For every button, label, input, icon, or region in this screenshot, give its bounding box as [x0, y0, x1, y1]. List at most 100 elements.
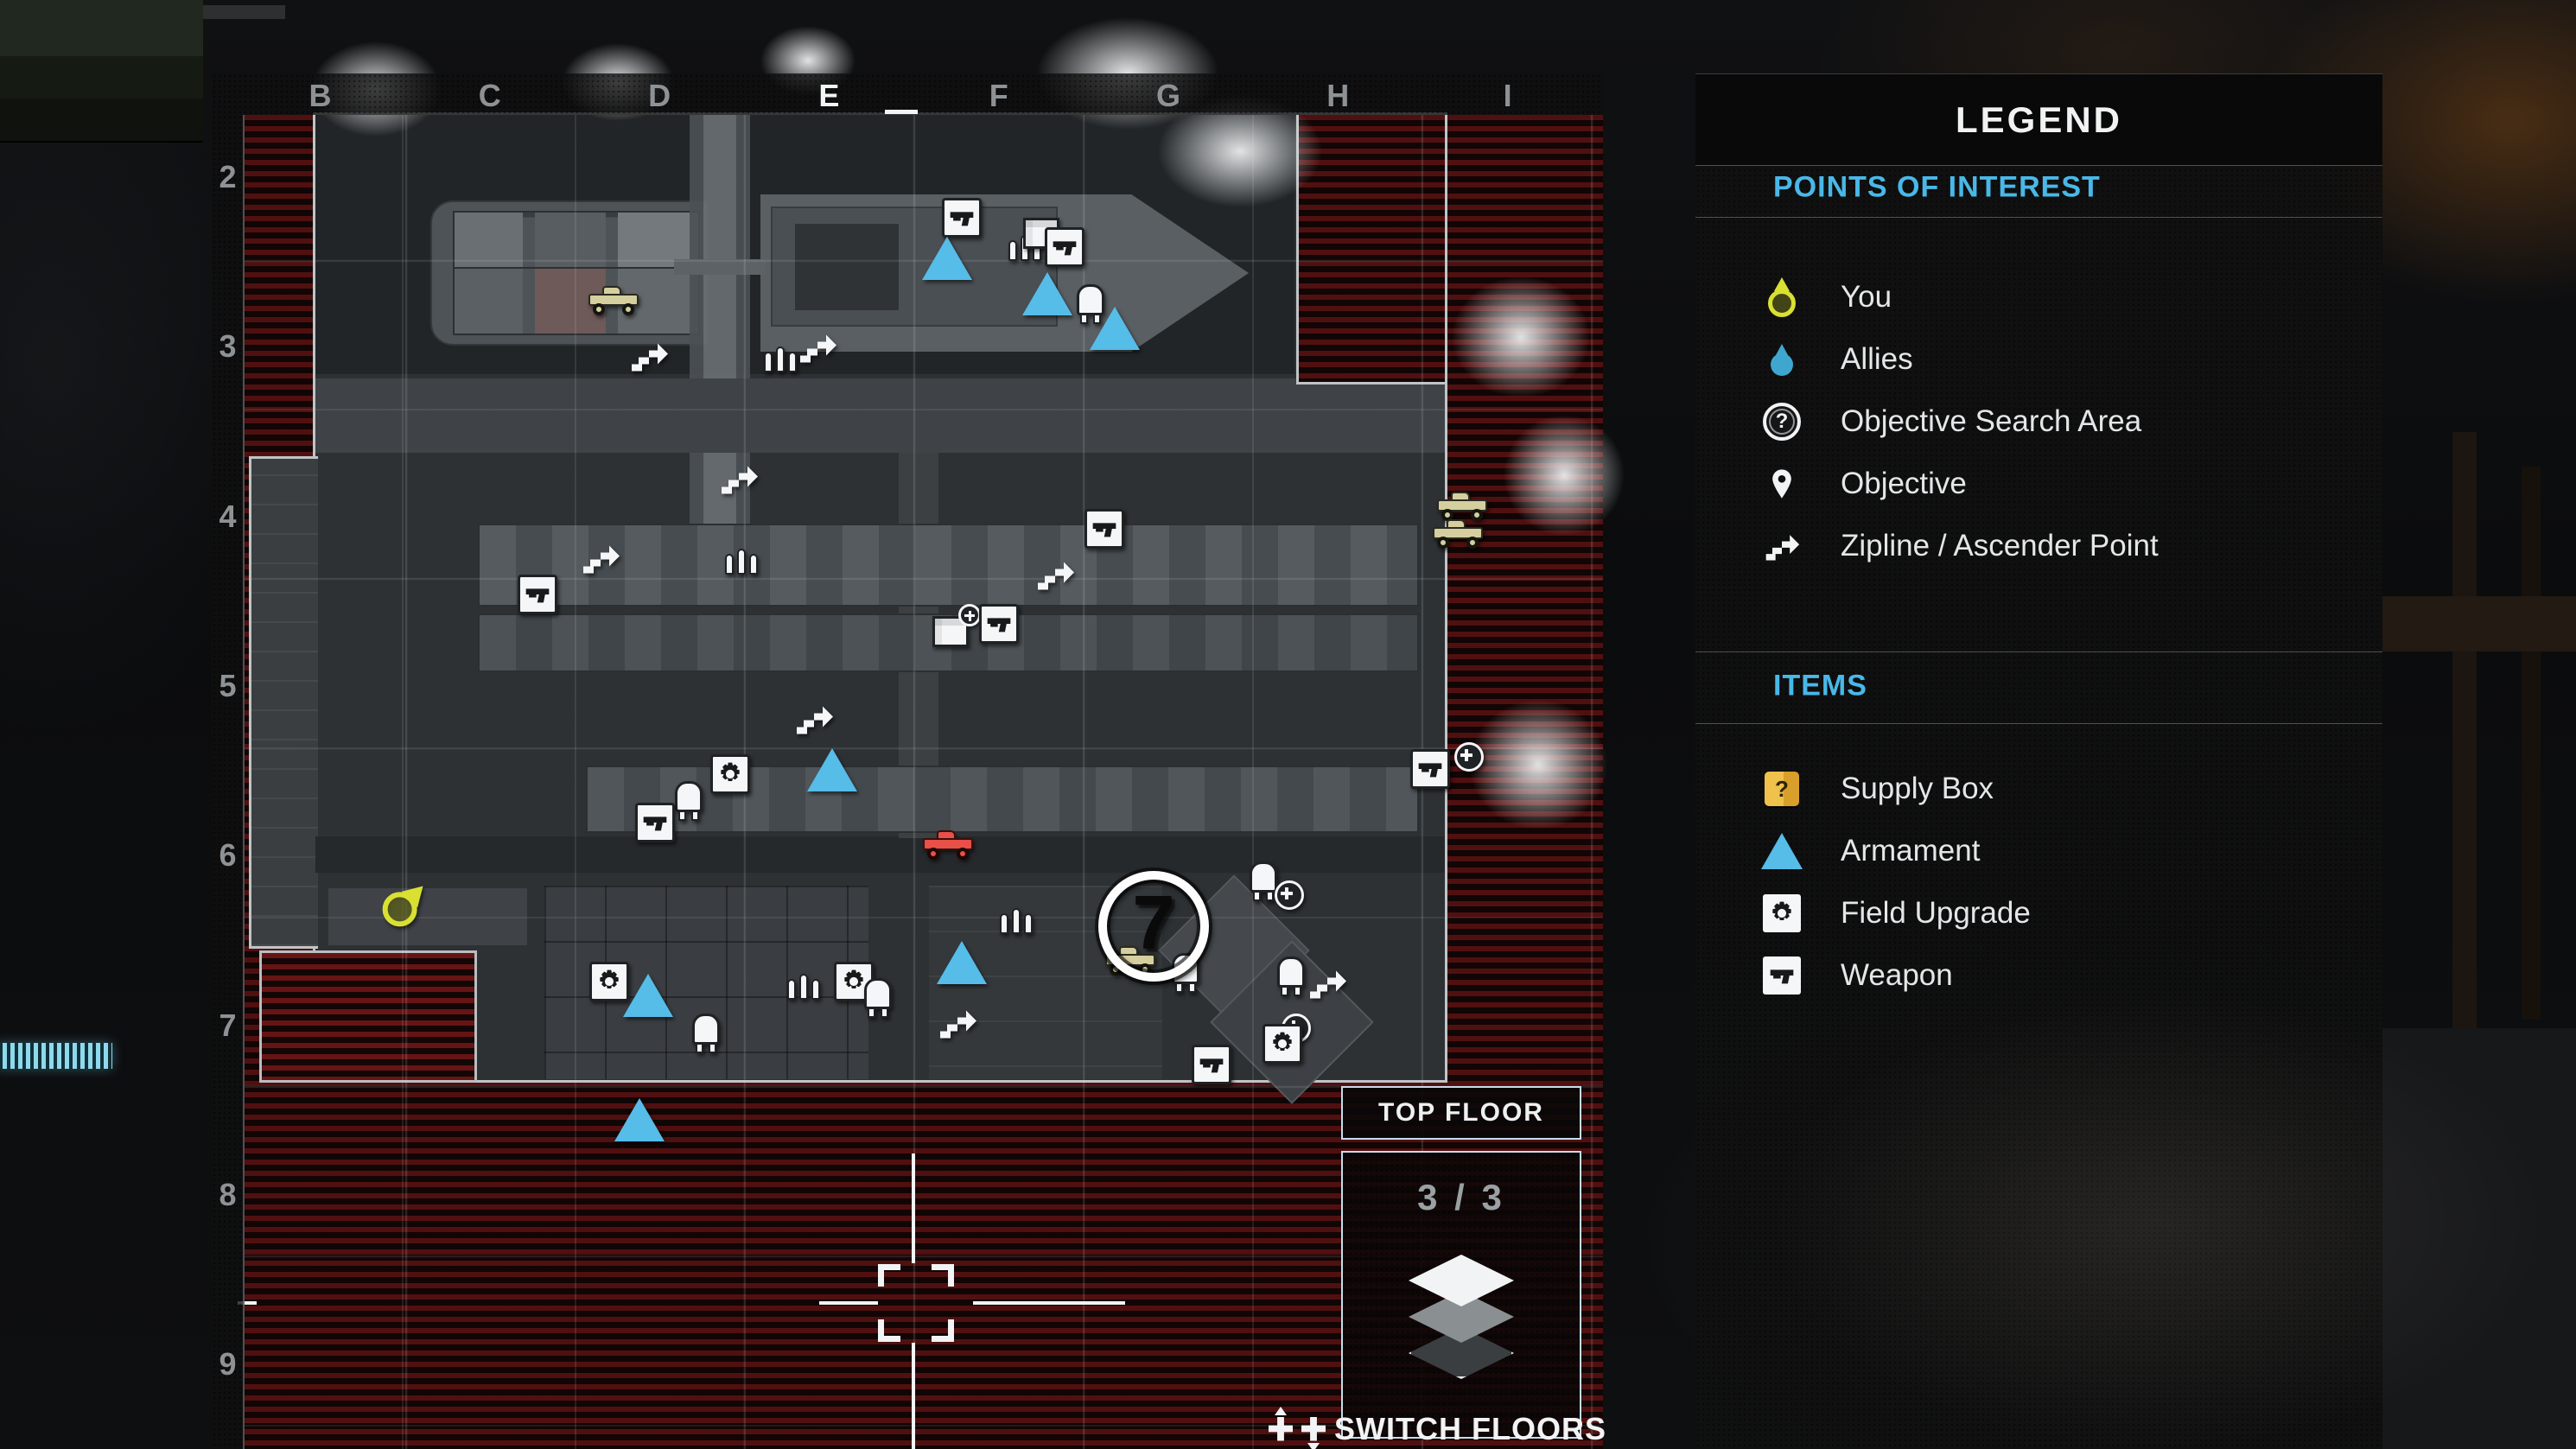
- map-road: [315, 378, 1445, 453]
- question-glyph: ?: [1775, 775, 1789, 802]
- grid-row-label-6: 6: [219, 837, 238, 874]
- floor-indicator-panel: 3 / 3: [1341, 1151, 1581, 1439]
- armor-marker: [692, 1014, 720, 1053]
- floor-name-label: TOP FLOOR: [1378, 1098, 1544, 1127]
- weapon-marker: [1410, 749, 1450, 789]
- objective-search-area-icon: ?: [1747, 403, 1816, 441]
- legend-row-label: Weapon: [1841, 958, 1953, 992]
- legend-row-label: Objective Search Area: [1841, 404, 2142, 438]
- legend-row-label: Armament: [1841, 834, 1981, 867]
- zipline-marker: [1034, 554, 1076, 600]
- supply-box-icon: ?: [1747, 772, 1816, 806]
- divider: [1695, 723, 2382, 724]
- vehicle-marker: [923, 830, 973, 860]
- weapon-icon: [1747, 956, 1816, 995]
- armor-marker: [864, 978, 892, 1018]
- map-container-row: [478, 524, 1419, 607]
- cursor-line-vertical: [912, 1343, 915, 1449]
- weapon-marker: [518, 575, 557, 614]
- armament-marker: [1022, 272, 1072, 315]
- dpad-down-icon: [1301, 1416, 1326, 1449]
- field-upgrade-icon: [1747, 894, 1816, 932]
- medbadge-marker: [1454, 742, 1484, 772]
- zipline-marker: [1307, 963, 1348, 1008]
- map-crane-crossbar: [674, 259, 766, 275]
- legend-title: LEGEND: [1955, 99, 2122, 140]
- active-column-indicator: [885, 110, 918, 114]
- zipline-marker: [793, 698, 835, 744]
- grid-column-label-d: D: [648, 78, 672, 113]
- zipline-marker: [937, 1002, 978, 1048]
- grid-row-label-9: 9: [219, 1346, 238, 1382]
- cursor-line-horizontal: [819, 1301, 878, 1305]
- zipline-marker: [580, 537, 621, 583]
- armament-marker: [623, 974, 673, 1017]
- vehicle-marker: [1433, 519, 1483, 549]
- grid-column-label-c: C: [478, 78, 502, 113]
- question-glyph: ?: [1775, 410, 1789, 433]
- objective-icon: [1747, 467, 1816, 501]
- grid-column-label-e: E: [818, 78, 841, 113]
- cursor-reticle-corner: [878, 1319, 900, 1342]
- legend-row-you: You: [1747, 266, 2335, 328]
- armor-marker: [1250, 861, 1277, 901]
- zipline-marker: [718, 458, 760, 504]
- grid-row-label-8: 8: [219, 1176, 238, 1212]
- you-marker: [375, 878, 431, 934]
- ammo-marker: [764, 346, 797, 372]
- weapon-marker: [942, 198, 982, 238]
- cursor-line-vertical: [912, 1153, 915, 1263]
- grid-column-label-h: H: [1326, 78, 1351, 113]
- restricted-zone-top-right: [1296, 115, 1445, 384]
- segmented-progress-bar: [0, 1043, 112, 1069]
- cursor-reticle-corner: [932, 1319, 954, 1342]
- crane-beam-decor: [2382, 596, 2576, 651]
- dock-floor-decor: [2382, 1028, 2576, 1449]
- floor-name-badge: TOP FLOOR: [1341, 1086, 1581, 1140]
- container-stack-decor: [0, 0, 203, 143]
- zipline-marker: [797, 327, 838, 372]
- zipline-ascender-icon: [1747, 527, 1816, 565]
- cursor-edge-tick: [238, 1301, 257, 1305]
- legend-panel: LEGEND POINTS OF INTEREST You Allies ? O…: [1695, 73, 2382, 1449]
- armament-marker: [1090, 307, 1140, 350]
- grid-row-label-3: 3: [219, 328, 238, 365]
- divider: [1695, 651, 2382, 652]
- section-title-points-of-interest: POINTS OF INTEREST: [1773, 170, 2101, 204]
- legend-row-weapon: Weapon: [1747, 944, 2335, 1007]
- vehicle-marker: [1437, 492, 1487, 521]
- grid-column-label-b: B: [308, 78, 333, 113]
- weapon-marker: [1084, 509, 1124, 549]
- grid-column-label-i: I: [1503, 78, 1513, 113]
- legend-row-field-upgrade: Field Upgrade: [1747, 882, 2335, 944]
- map-parking-extension: [249, 456, 318, 949]
- weapon-marker: [979, 604, 1019, 644]
- grid-row-label-5: 5: [219, 667, 238, 703]
- legend-row-allies: Allies: [1747, 328, 2335, 391]
- fieldupgrade-marker: [589, 962, 629, 1001]
- dpad-up-icon: [1269, 1406, 1293, 1441]
- floor-count: 3 / 3: [1417, 1177, 1505, 1217]
- legend-row-armament: Armament: [1747, 820, 2335, 882]
- legend-row-label: Supply Box: [1841, 772, 1994, 805]
- weapon-marker: [1045, 227, 1084, 267]
- grid-row-label-2: 2: [219, 159, 238, 194]
- switch-floors-control[interactable]: SWITCH FLOORS: [1269, 1406, 1631, 1449]
- cursor-reticle-corner: [878, 1264, 900, 1287]
- divider: [1695, 217, 2382, 218]
- legend-row-objective: Objective: [1747, 453, 2335, 515]
- map-building: [328, 888, 527, 945]
- legend-row-zipline: Zipline / Ascender Point: [1747, 515, 2335, 577]
- map-barge: [430, 200, 709, 346]
- section-title-items: ITEMS: [1773, 669, 1867, 702]
- ammo-marker: [787, 974, 820, 1000]
- zipline-marker: [628, 335, 670, 381]
- armament-icon: [1747, 833, 1816, 869]
- crane-post-decor: [2452, 432, 2477, 1037]
- armament-marker: [807, 748, 857, 791]
- you-icon: [1747, 277, 1816, 317]
- grid-row-label-4: 4: [219, 498, 238, 534]
